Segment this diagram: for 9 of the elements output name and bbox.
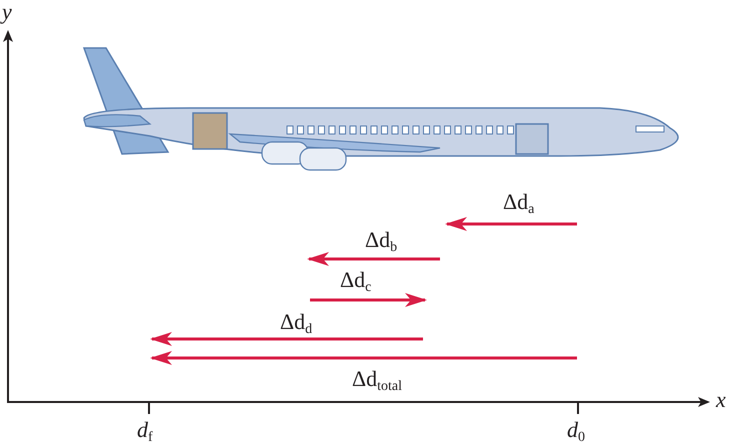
vector-label: Δd$_{total}$ [352, 367, 402, 396]
tick-label: d$_{f}$ [137, 418, 153, 446]
vector-label: Δd$_{d}$ [280, 310, 312, 339]
axis-label: y [2, 0, 12, 24]
vector-label: Δd$_{b}$ [365, 228, 398, 257]
vector-label: Δd$_{c}$ [340, 268, 372, 297]
vector-label: Δd$_{a}$ [503, 190, 534, 219]
axis-label: x [716, 388, 726, 412]
tick-label: d$_{0}$ [567, 418, 585, 446]
